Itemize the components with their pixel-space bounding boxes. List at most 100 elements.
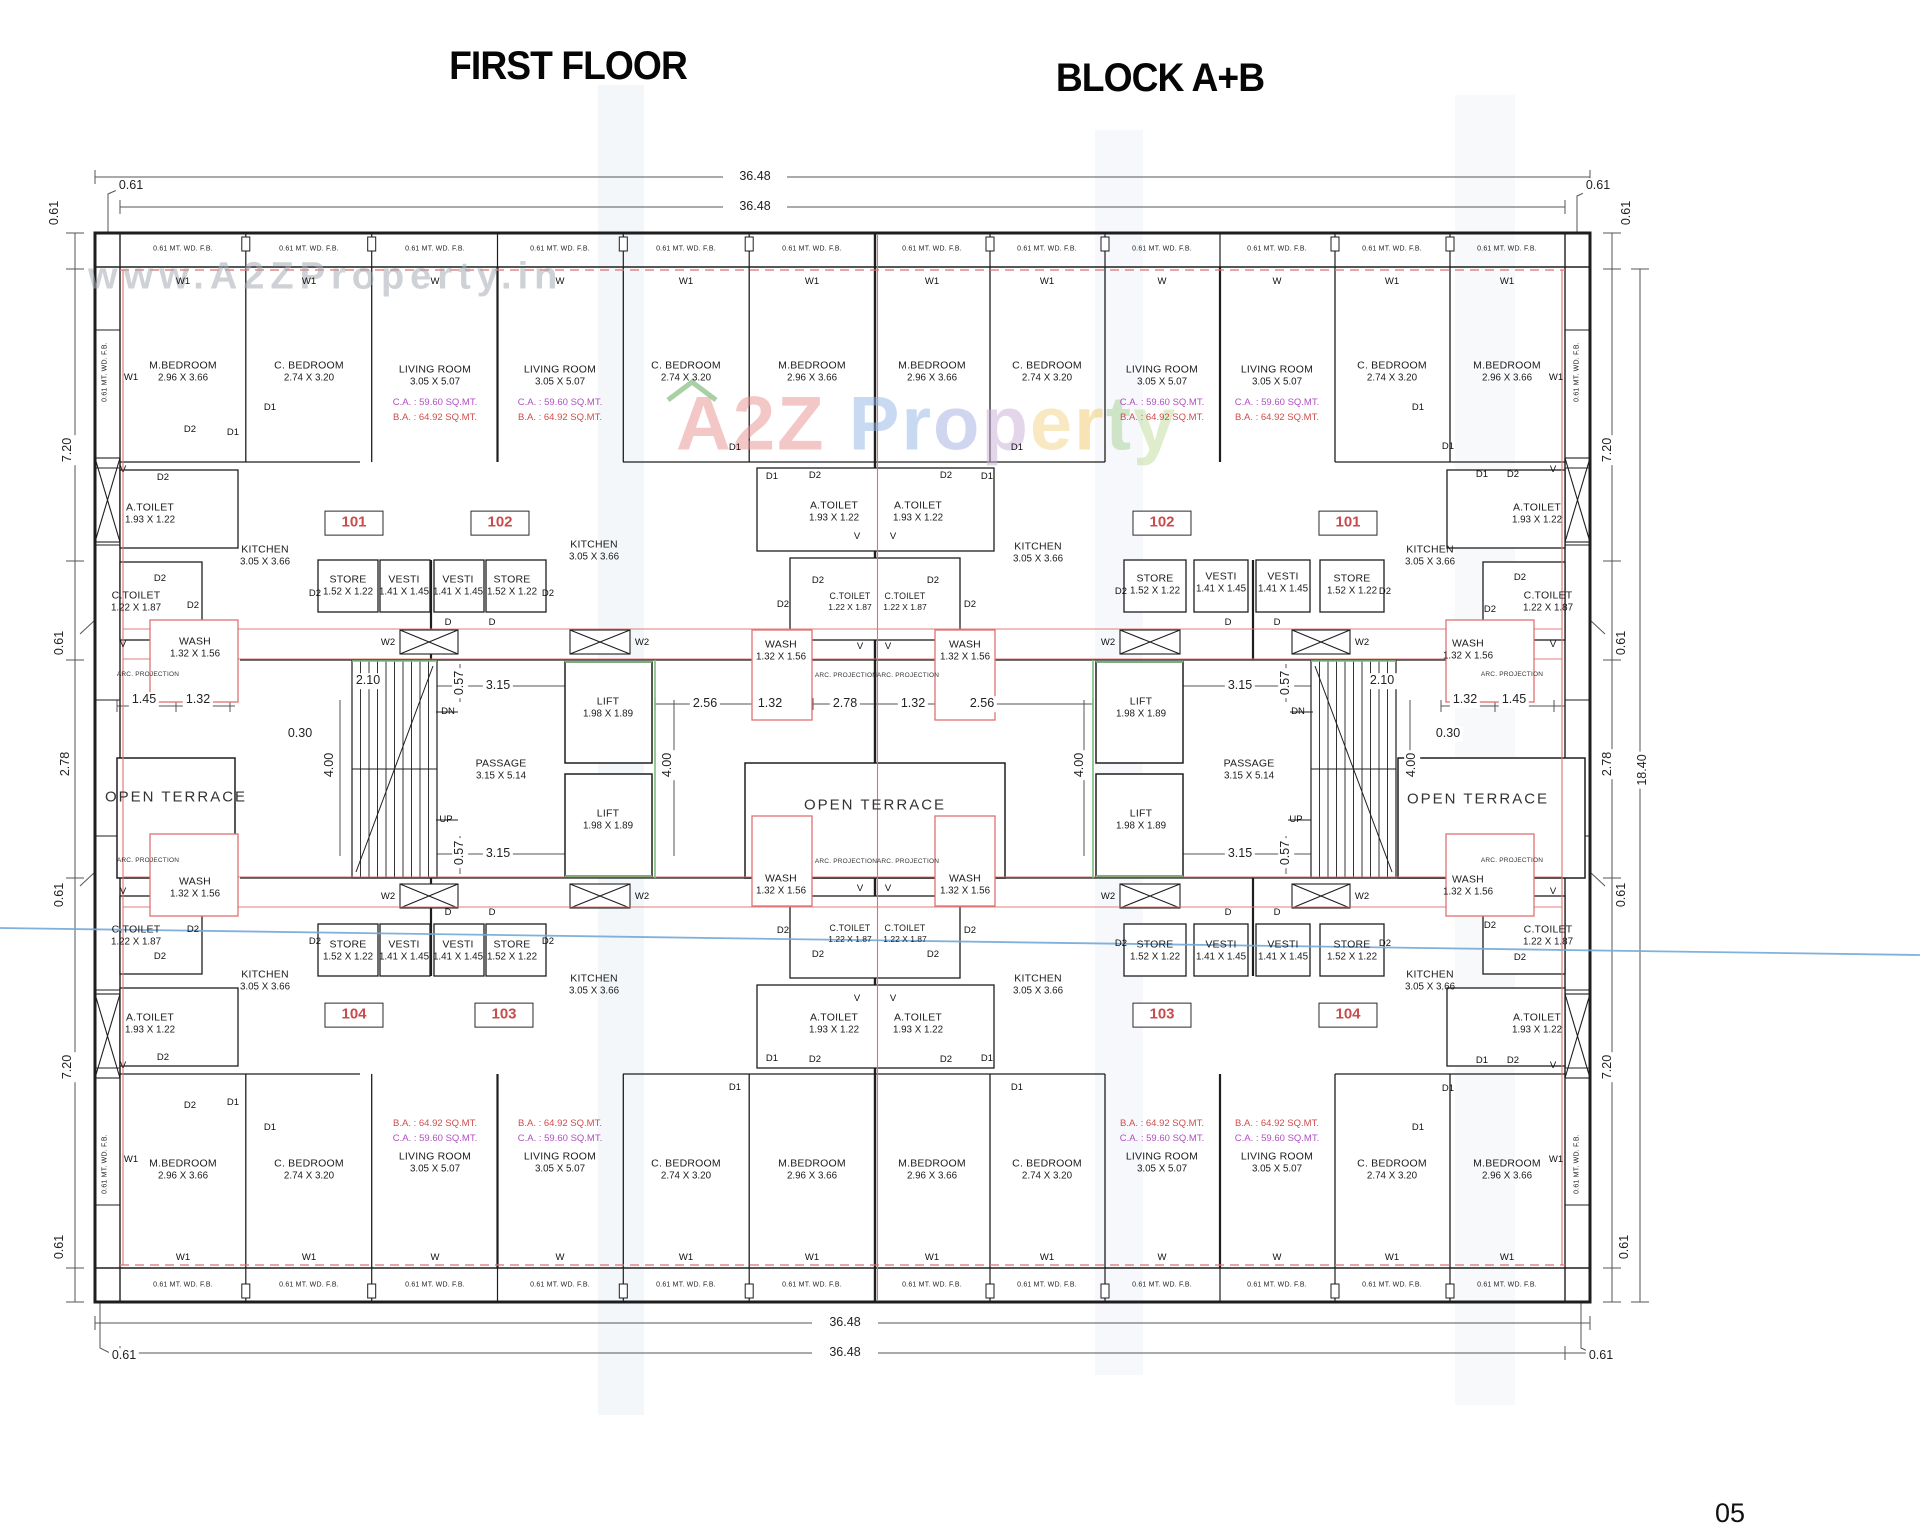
service-room-label-name: KITCHEN: [1014, 540, 1062, 553]
opening-marker: D1: [226, 1097, 240, 1109]
room-label-size: 3.05 X 5.07: [1136, 1163, 1188, 1175]
room-label-name: M.BEDROOM: [778, 1157, 846, 1170]
dimension-label: 0.61: [1582, 178, 1614, 194]
area-note: C.A. : 59.60 SQ.MT.: [517, 1133, 603, 1145]
dimension-label-vertical: 0.61: [52, 627, 68, 659]
service-room-label-size: 1.93 X 1.22: [892, 512, 944, 524]
dimension-label-vertical: 18.40: [1635, 751, 1651, 789]
unit-number: 104: [324, 1002, 384, 1028]
room-label-size: 2.74 X 3.20: [660, 1170, 712, 1182]
service-room-label-size: 1.32 X 1.56: [1442, 886, 1494, 898]
service-room-label-size: 1.52 X 1.22: [486, 586, 538, 598]
opening-marker: W2: [634, 637, 650, 649]
service-room-label-size: 1.93 X 1.22: [124, 1024, 176, 1036]
dimension-label: 3.15: [1224, 678, 1256, 694]
dimension-label-vertical: 0.57: [1278, 667, 1294, 699]
service-room-label-size: 1.93 X 1.22: [124, 514, 176, 526]
opening-marker: W: [555, 276, 565, 288]
opening-marker: W1: [1548, 372, 1564, 384]
opening-marker: W1: [1384, 1252, 1400, 1264]
opening-marker: D2: [541, 936, 555, 948]
area-note: B.A. : 64.92 SQ.MT.: [1120, 412, 1204, 424]
dimension-label: 36.48: [826, 1315, 864, 1331]
service-room-label-size: 1.32 X 1.56: [755, 885, 807, 897]
dimension-label: 1.32: [754, 696, 786, 712]
opening-marker: V: [1549, 639, 1557, 651]
watermark-brand-letter: A: [676, 381, 733, 467]
room-label-size: 2.96 X 3.66: [157, 372, 209, 384]
opening-marker: V: [853, 531, 861, 543]
flower-bed-label: 0.61 MT. WD. F.B.: [1477, 1281, 1537, 1289]
room-label-size: 2.74 X 3.20: [660, 372, 712, 384]
service-room-label-name: STORE: [1136, 938, 1174, 951]
flower-bed-label: 0.61 MT. WD. F.B.: [1362, 245, 1422, 253]
open-terrace-label: OPEN TERRACE: [803, 796, 947, 814]
watermark-brand: A2Z Property: [676, 381, 1177, 468]
opening-marker: D1: [263, 1122, 277, 1134]
room-label-name: M.BEDROOM: [898, 1157, 966, 1170]
service-room-label-name: WASH: [765, 872, 797, 885]
flower-bed-label: 0.61 MT. WD. F.B.: [1247, 1281, 1307, 1289]
flower-bed-label: 0.61 MT. WD. F.B.: [1132, 245, 1192, 253]
watermark-brand-letter: [826, 382, 849, 467]
service-room-label-size: 1.22 X 1.87: [883, 934, 927, 945]
area-note: B.A. : 64.92 SQ.MT.: [393, 412, 477, 424]
service-room-label-name: KITCHEN: [1406, 968, 1454, 981]
watermark-brand-letter: r: [1074, 381, 1106, 467]
opening-marker: UP: [439, 814, 453, 826]
opening-marker: V: [884, 641, 892, 653]
arc-projection-label: ARC. PROJECTION: [116, 856, 180, 864]
service-room-label-size: 1.93 X 1.22: [808, 512, 860, 524]
service-room-label-size: 1.41 X 1.45: [1257, 951, 1309, 963]
opening-marker: D1: [1411, 402, 1425, 414]
page-title-floor: FIRST FLOOR: [449, 44, 688, 88]
opening-marker: V: [1549, 1060, 1557, 1072]
area-note: C.A. : 59.60 SQ.MT.: [1119, 397, 1205, 409]
arc-projection-label: ARC. PROJECTION: [876, 857, 940, 865]
area-note: B.A. : 64.92 SQ.MT.: [1120, 1118, 1204, 1130]
area-note: C.A. : 59.60 SQ.MT.: [517, 397, 603, 409]
area-note: B.A. : 64.92 SQ.MT.: [518, 1118, 602, 1130]
opening-marker: DN: [1291, 706, 1305, 718]
flower-bed-label: 0.61 MT. WD. F.B.: [656, 1281, 716, 1289]
opening-marker: D: [444, 907, 452, 919]
opening-marker: W1: [1384, 276, 1400, 288]
dimension-label: 1.32: [1449, 692, 1481, 708]
dimension-label-vertical: 0.61: [1617, 1231, 1633, 1263]
room-label-size: 3.05 X 5.07: [1251, 1163, 1303, 1175]
area-note: B.A. : 64.92 SQ.MT.: [518, 412, 602, 424]
opening-marker: W: [1272, 1252, 1282, 1264]
service-room-label-name: WASH: [949, 638, 981, 651]
room-label-size: 2.96 X 3.66: [786, 372, 838, 384]
flower-bed-label: 0.61 MT. WD. F.B.: [405, 245, 465, 253]
red-outline-lines: [120, 235, 1565, 1300]
arc-projection-label: ARC. PROJECTION: [1480, 670, 1544, 678]
watermark-roof-icon: [666, 378, 718, 402]
opening-marker: DN: [441, 706, 455, 718]
room-label-size: 2.74 X 3.20: [283, 372, 335, 384]
watermark-url: www.A2ZProperty.in: [88, 255, 564, 298]
dimension-label-vertical: 0.61: [1619, 197, 1635, 229]
dimension-label: 1.45: [1498, 692, 1530, 708]
dimension-label: 2.56: [966, 696, 998, 712]
room-label-size: 2.96 X 3.66: [906, 1170, 958, 1182]
service-room-label-name: A.TOILET: [893, 499, 943, 512]
opening-marker: V: [1549, 464, 1557, 476]
service-room-label-name: C.TOILET: [111, 923, 161, 936]
service-room-label-name: A.TOILET: [125, 501, 175, 514]
